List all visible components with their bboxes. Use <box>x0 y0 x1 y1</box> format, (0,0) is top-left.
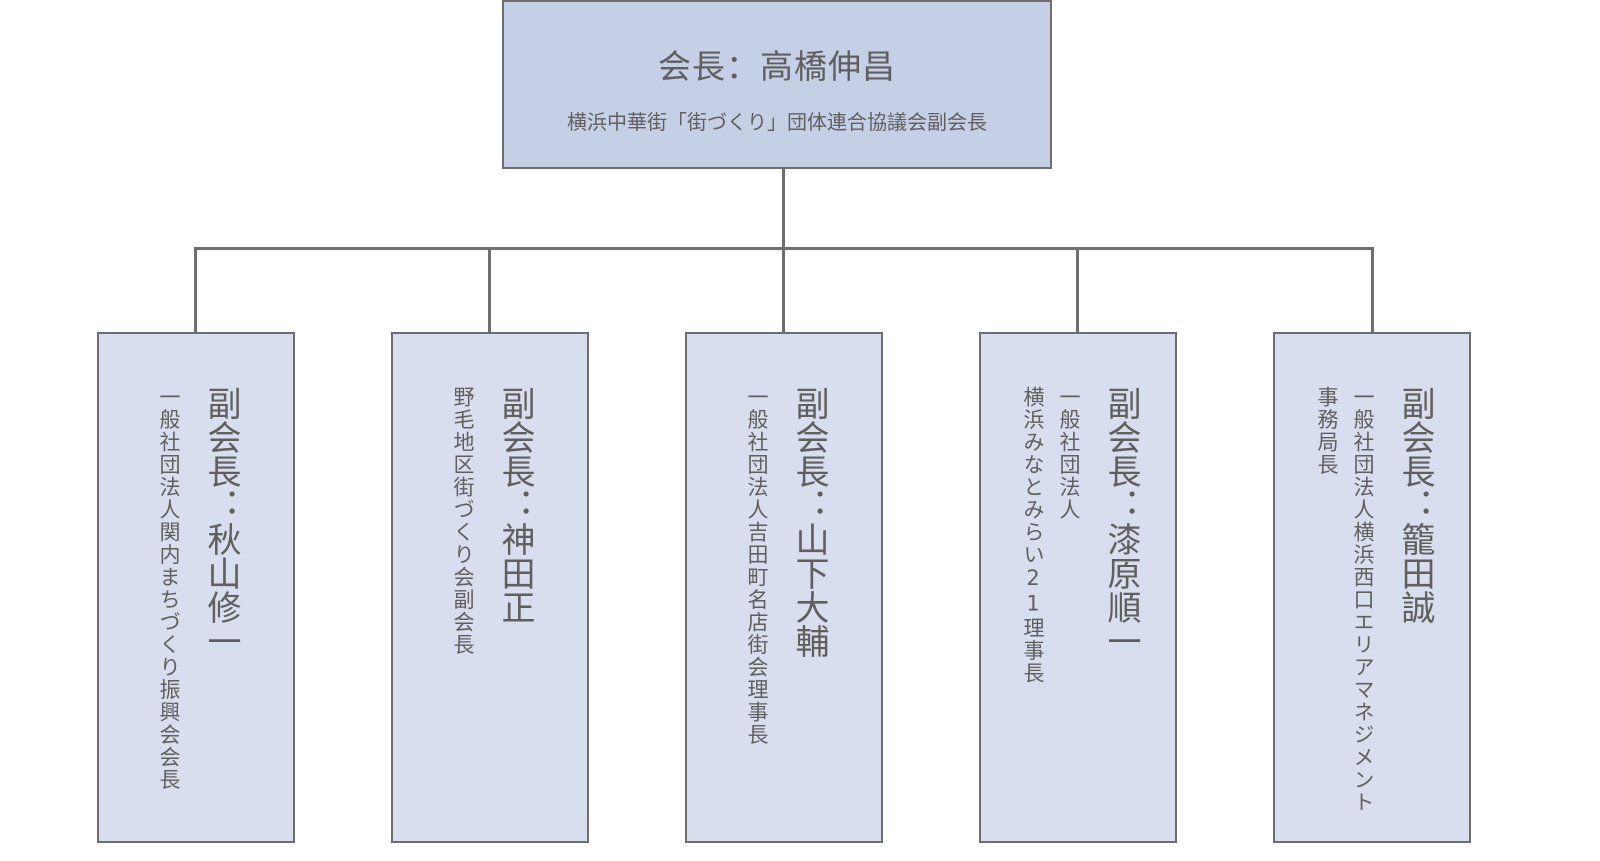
vice-president-desc: 一般社団法人吉田町名店街会理事長 <box>745 386 769 746</box>
vice-president-desc: 野毛地区街づくり会副会長 <box>451 386 475 656</box>
president-box: 会長：高橋伸昌 横浜中華街「街づくり」団体連合協議会副会長 <box>502 0 1052 169</box>
vice-president-box-4: 副会長：漆原順一 一般社団法人 横浜みなとみらい21理事長 <box>979 332 1177 843</box>
connector-drop-2 <box>488 247 491 333</box>
vice-president-name: 副会長：神田正 <box>495 386 535 624</box>
vice-president-name: 副会長：山下大輔 <box>789 386 829 658</box>
vice-president-box-5: 副会長：籠田誠 一般社団法人横浜西口エリアマネジメント 事務局長 <box>1273 332 1471 843</box>
vice-president-box-3: 副会長：山下大輔 一般社団法人吉田町名店街会理事長 <box>685 332 883 843</box>
vice-president-box-1: 副会長：秋山修一 一般社団法人関内まちづくり振興会会長 <box>97 332 295 843</box>
vice-president-name: 副会長：秋山修一 <box>201 386 241 658</box>
vice-president-desc: 一般社団法人横浜西口エリアマネジメント <box>1351 386 1375 814</box>
connector-drop-1 <box>194 247 197 333</box>
connector-drop-3 <box>782 247 785 333</box>
vice-president-desc: 事務局長 <box>1315 386 1339 476</box>
vice-president-desc: 一般社団法人 <box>1057 386 1081 521</box>
connector-trunk <box>782 168 785 250</box>
vice-president-desc: 一般社団法人関内まちづくり振興会会長 <box>157 386 181 791</box>
vice-president-desc: 横浜みなとみらい21理事長 <box>1021 386 1045 685</box>
connector-drop-5 <box>1371 247 1374 333</box>
vice-president-name: 副会長：漆原順一 <box>1101 386 1141 658</box>
vice-president-name: 副会長：籠田誠 <box>1395 386 1435 624</box>
connector-drop-4 <box>1076 247 1079 333</box>
president-subtitle: 横浜中華街「街づくり」団体連合協議会副会長 <box>567 110 987 134</box>
vice-president-box-2: 副会長：神田正 野毛地区街づくり会副会長 <box>391 332 589 843</box>
president-title: 会長：高橋伸昌 <box>658 47 896 86</box>
